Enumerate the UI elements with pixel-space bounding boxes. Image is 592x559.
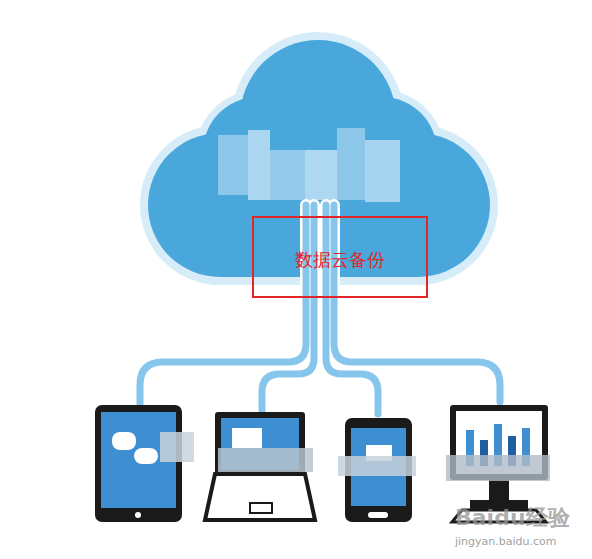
watermark: Baidu经验 <box>455 503 570 533</box>
watermark-url: jingyan.baidu.com <box>455 535 557 548</box>
data-pipes <box>140 205 500 414</box>
highlight-box: 数据云备份 <box>252 216 428 298</box>
tablet-device <box>95 405 194 522</box>
node-text: 数据云备份 <box>295 242 385 272</box>
blurred-cloud-word <box>218 128 400 202</box>
phone-device <box>338 418 416 522</box>
monitor-device <box>446 405 550 522</box>
laptop-device <box>205 412 315 520</box>
